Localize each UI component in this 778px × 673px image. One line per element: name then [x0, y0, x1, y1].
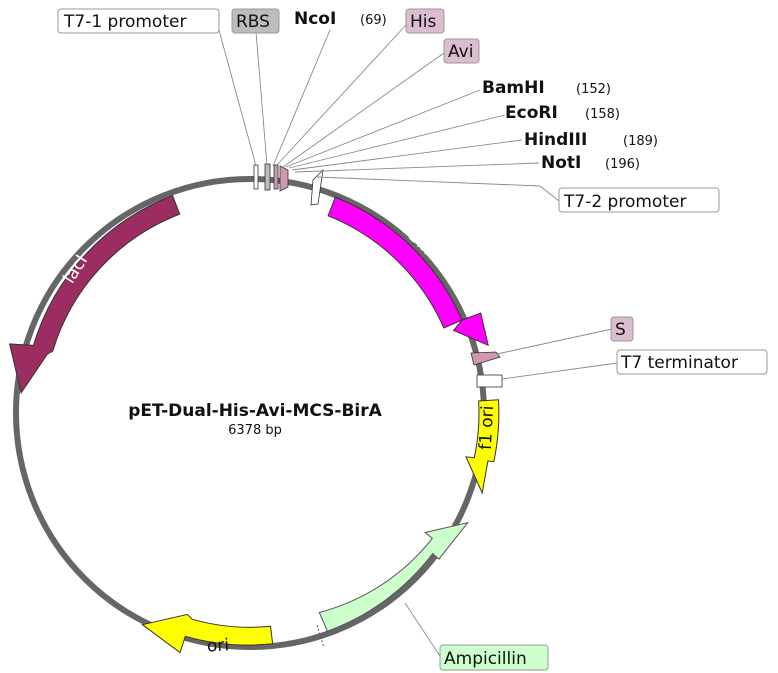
- avi-mark[interactable]: [279, 165, 289, 192]
- lead-t7-term: [501, 362, 618, 380]
- lead-his: [275, 24, 407, 167]
- feature-f1_ori[interactable]: [465, 399, 500, 495]
- f1-ori-label: f1 ori: [476, 405, 498, 450]
- ori-label: ori: [206, 635, 229, 656]
- t7-terminator-label: T7 terminator: [620, 353, 738, 373]
- lead-ecori: [288, 114, 506, 169]
- feature-ori[interactable]: [141, 613, 274, 654]
- s-tag-mark[interactable]: [470, 351, 501, 366]
- lead-avi: [282, 52, 445, 168]
- noti-site-position: (196): [605, 157, 640, 172]
- bamhi-site-label[interactable]: BamHI: [482, 78, 545, 98]
- avi-label: Avi: [448, 42, 473, 62]
- t7-2-promoter-mark[interactable]: [310, 168, 324, 206]
- ecori-site-position: (158): [585, 107, 620, 122]
- lead-ampicillin: [404, 602, 441, 657]
- t7-1-promoter-mark[interactable]: [253, 164, 259, 190]
- his-label: His: [410, 12, 437, 32]
- ecori-site-label[interactable]: EcoRI: [505, 103, 558, 123]
- t7-terminator-box: [616, 349, 768, 375]
- ampicillin-marker: [316, 624, 325, 649]
- feature-BirA[interactable]: [327, 196, 489, 347]
- lead-bamhi: [285, 89, 481, 168]
- lead-t7-2: [316, 176, 560, 202]
- rbs-box: [231, 8, 280, 34]
- lead-t7-1: [218, 29, 257, 167]
- avi-box: [443, 38, 480, 64]
- rbs-mark[interactable]: [264, 163, 271, 191]
- his-mark[interactable]: [273, 164, 279, 190]
- feature-Ampicillin[interactable]: [318, 521, 470, 632]
- lead-s: [496, 328, 613, 355]
- lead-hindiii: [291, 139, 523, 171]
- ampicillin-label: Ampicillin: [444, 649, 527, 669]
- t7-2-promoter-label: T7-2 promoter: [563, 192, 686, 212]
- t7-1-promoter-label: T7-1 promoter: [63, 12, 186, 32]
- ncoi-site-position: (69): [360, 13, 387, 28]
- lead-noti: [294, 162, 540, 173]
- s-box: [610, 316, 634, 342]
- t7-terminator-mark[interactable]: [476, 374, 503, 388]
- t7-2-promoter-box: [558, 187, 720, 213]
- his-box: [405, 8, 445, 34]
- hindiii-site-label[interactable]: HindIII: [524, 130, 587, 150]
- t7-1-promoter-box: [57, 8, 220, 34]
- hindiii-site-position: (189): [623, 134, 658, 149]
- feature-lacI[interactable]: [8, 194, 181, 395]
- noti-site-label[interactable]: NotI: [541, 153, 581, 173]
- lead-ncoi: [272, 29, 331, 167]
- plasmid-name: pET-Dual-His-Avi-MCS-BirA: [128, 401, 382, 421]
- ampicillin-box: [439, 644, 549, 671]
- rbs-label: RBS: [236, 12, 270, 32]
- ncoi-site-label[interactable]: NcoI: [294, 9, 336, 29]
- lead-rbs: [255, 31, 268, 166]
- s-label: S: [615, 320, 626, 340]
- plasmid-size: 6378 bp: [228, 423, 282, 438]
- bamhi-site-position: (152): [576, 82, 611, 97]
